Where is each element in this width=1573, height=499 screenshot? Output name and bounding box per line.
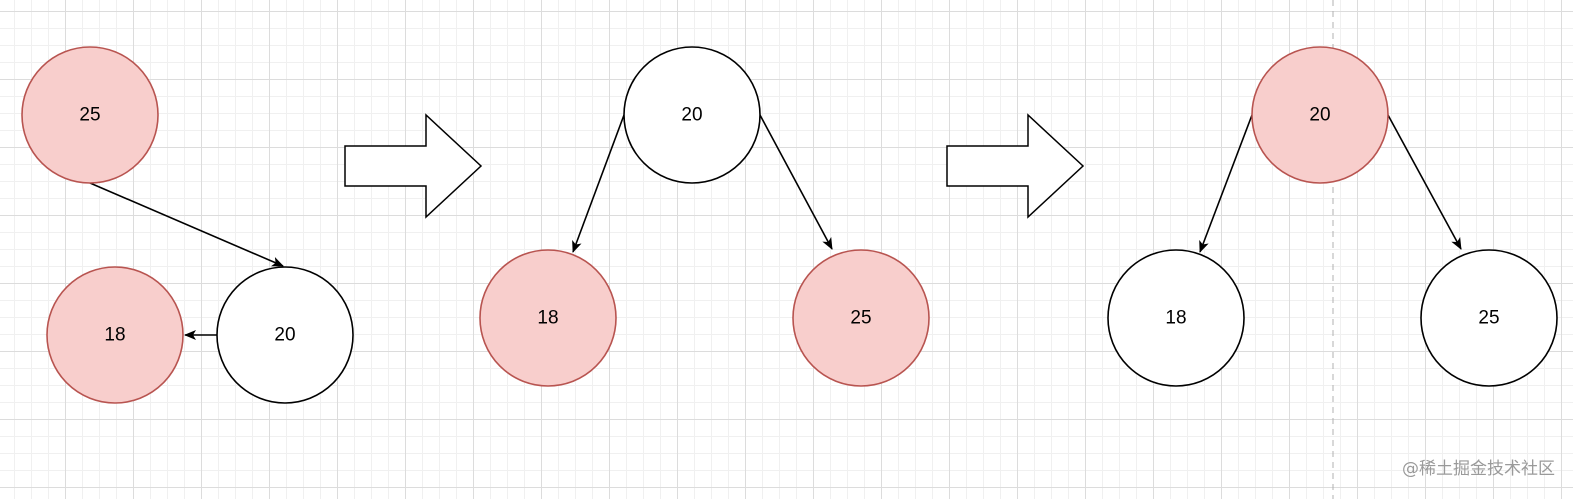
node-18-label: 18 — [1165, 308, 1186, 329]
node-20-circle — [623, 46, 761, 184]
stage-1: 25 18 20 — [21, 46, 354, 404]
node-18-label: 18 — [104, 325, 125, 346]
node-25[interactable]: 25 — [21, 46, 159, 184]
right-block-arrow-icon — [344, 113, 483, 219]
node-18[interactable]: 18 — [1107, 249, 1245, 387]
node-20-circle — [216, 266, 354, 404]
node-25-label: 25 — [79, 105, 100, 126]
node-25[interactable]: 25 — [1420, 249, 1558, 387]
node-20[interactable]: 20 — [216, 266, 354, 404]
edge-25-to-20 — [89, 182, 284, 267]
node-20[interactable]: 20 — [623, 46, 761, 184]
node-18[interactable]: 18 — [46, 266, 184, 404]
node-25-circle — [21, 46, 159, 184]
edge-20-to-18 — [1199, 114, 1253, 253]
stage-2: 20 18 25 — [479, 46, 930, 387]
stage-3: 20 18 25 — [1107, 46, 1558, 387]
right-block-arrow-icon — [946, 113, 1085, 219]
node-20-circle — [1251, 46, 1389, 184]
node-20[interactable]: 20 — [1251, 46, 1389, 184]
node-25-circle — [1420, 249, 1558, 387]
node-18-circle — [46, 266, 184, 404]
edge-20-to-25 — [1387, 114, 1462, 250]
node-20-label: 20 — [681, 105, 702, 126]
node-18[interactable]: 18 — [479, 249, 617, 387]
node-25-label: 25 — [850, 308, 871, 329]
node-25[interactable]: 25 — [792, 249, 930, 387]
node-18-circle — [1107, 249, 1245, 387]
node-20-label: 20 — [274, 325, 295, 346]
node-25-label: 25 — [1478, 308, 1499, 329]
node-18-label: 18 — [537, 308, 558, 329]
edge-20-to-18 — [572, 114, 625, 253]
node-25-circle — [792, 249, 930, 387]
node-20-label: 20 — [1309, 105, 1330, 126]
edge-20-to-25 — [759, 114, 833, 250]
node-18-circle — [479, 249, 617, 387]
watermark: @稀土掘金技术社区 — [1402, 459, 1555, 479]
